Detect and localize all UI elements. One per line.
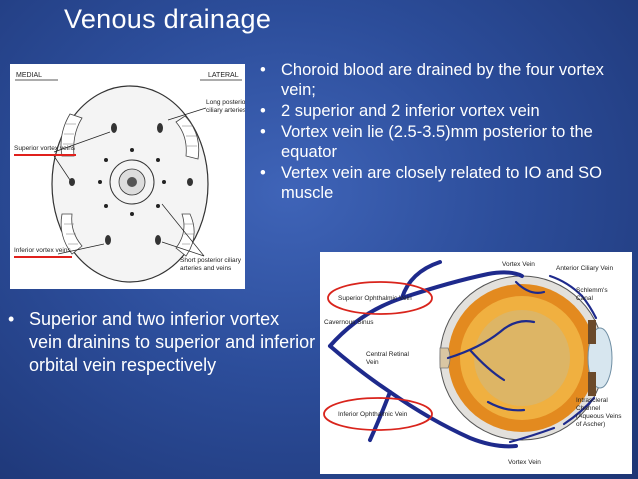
lateral-label: LATERAL — [208, 72, 239, 79]
left-bullet-text: Superior and two inferior vortex vein dr… — [29, 309, 316, 375]
right-bullet-list: • Choroid blood are drained by the four v… — [258, 60, 630, 204]
superior-ophthalmic-label: Superior Ophthalmic Vein — [338, 295, 412, 302]
inferior-ophthalmic-circle — [323, 397, 433, 431]
slide-title: Venous drainage — [64, 4, 272, 34]
superior-vortex-label: Superior vortex veins — [14, 145, 76, 152]
vortex-vein-top-label: Vortex Vein — [502, 261, 535, 268]
vortex-vein-diagram: MEDIAL LATERAL — [10, 64, 248, 289]
right-bullet-text: Choroid blood are drained by the four vo… — [281, 61, 604, 99]
vortex-vein-bottom-label: Vortex Vein — [508, 459, 541, 466]
cavernous-sinus-label: Cavernous Sinus — [324, 319, 374, 326]
right-bullet-1: • Choroid blood are drained by the four v… — [258, 60, 630, 100]
optic-nerve — [109, 159, 155, 205]
bullet-dot: • — [260, 102, 266, 120]
right-bullet-2: • 2 superior and 2 inferior vortex vein — [258, 101, 630, 121]
right-bullet-4: • Vertex vein are closely related to IO a… — [258, 163, 630, 203]
bullet-dot: • — [260, 164, 266, 182]
left-bullet-list: • Superior and two inferior vortex vein d… — [6, 308, 316, 377]
right-bullet-text: Vortex vein lie (2.5-3.5)mm posterior to… — [281, 123, 593, 161]
bullet-dot: • — [260, 123, 266, 141]
anterior-ciliary-label: Anterior Ciliary Vein — [556, 265, 613, 272]
medial-label: MEDIAL — [16, 72, 42, 79]
bullet-dot: • — [8, 309, 15, 329]
right-bullet-text: Vertex vein are closely related to IO an… — [281, 164, 603, 202]
inferior-ophthalmic-label: Inferior Ophthalmic Vein — [338, 411, 408, 418]
right-bullet-3: • Vortex vein lie (2.5-3.5)mm posterior t… — [258, 122, 630, 162]
vein-network — [328, 260, 524, 449]
right-bullet-text: 2 superior and 2 inferior vortex vein — [281, 102, 540, 120]
bullet-dot: • — [260, 61, 266, 79]
superior-ophthalmic-circle — [327, 281, 433, 315]
inferior-vortex-label: Inferior vortex veins — [14, 247, 71, 254]
venous-drainage-diagram: Vortex Vein Anterior Ciliary Vein Superi… — [320, 252, 632, 474]
left-bullet-1: • Superior and two inferior vortex vein d… — [6, 308, 316, 377]
